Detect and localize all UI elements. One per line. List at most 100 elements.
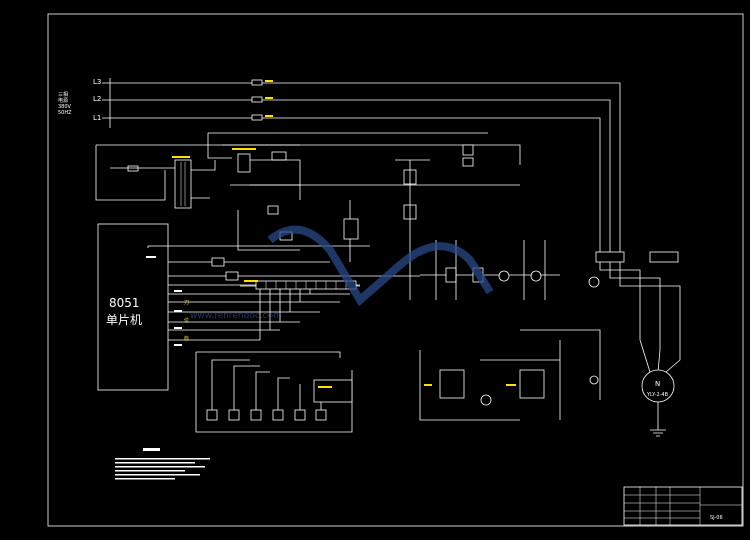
motor-wire-b — [609, 250, 661, 350]
chip-u2 — [519, 369, 545, 399]
transistor-q1 — [445, 267, 457, 283]
transistor-q5 — [588, 276, 600, 288]
mcu-port-mark-1 — [146, 256, 156, 258]
tool-position-block — [195, 351, 353, 433]
contactor-km1 — [595, 251, 625, 263]
notes-line-5 — [115, 474, 200, 476]
relay-input-1 — [211, 257, 225, 267]
fuse-fu1 — [251, 79, 263, 86]
transistor-q3 — [498, 270, 510, 282]
fuse-fu3-mark — [265, 115, 273, 117]
mcu-port-mark-2 — [174, 290, 182, 292]
drawing-frame — [47, 13, 744, 527]
motor-ground — [650, 402, 666, 437]
phase-label-l3: L3 — [93, 78, 101, 86]
notes-line-6 — [115, 478, 175, 480]
mid-wire-2 — [237, 210, 300, 251]
mcu-port-mark-5 — [174, 344, 182, 346]
tool-block-wire-top — [196, 351, 341, 358]
sensor-4 — [272, 409, 284, 421]
supply-label-line-2: 电源 — [58, 97, 68, 104]
driver-chip — [313, 379, 353, 403]
relay-kr1 — [462, 144, 474, 156]
driver-chip-mark — [318, 386, 332, 388]
notes-line-3 — [115, 466, 205, 468]
mcu-subtitle: 单片机 — [106, 313, 142, 327]
phase-lines: L3 L2 L1 — [93, 78, 621, 250]
notes-line-2 — [115, 462, 195, 464]
chip-u1 — [439, 369, 465, 399]
mcu-block: 8051 单片机 刀 位 检 — [97, 223, 189, 391]
contactor-km2 — [649, 251, 679, 263]
motor-feeds — [639, 339, 681, 373]
motor-symbol: N — [655, 380, 660, 388]
sensor-2 — [228, 409, 240, 421]
mcu-side-label-3: 检 — [184, 335, 189, 342]
lower-control-wires — [419, 329, 601, 421]
transformer-secondary-wire — [191, 160, 216, 199]
notes-line-4 — [115, 470, 185, 472]
fuse-fu1-mark — [265, 80, 273, 82]
phase-label-l1: L1 — [93, 114, 101, 122]
phase-wire-l2 — [102, 99, 611, 250]
contactor-wire — [250, 159, 301, 186]
relay-ka — [237, 153, 251, 173]
mcu-side-label-1: 刀 — [184, 300, 189, 306]
control-transformer-branch — [95, 132, 521, 209]
transformer-windings — [180, 162, 186, 206]
fuse-fu2 — [251, 96, 263, 103]
sensor-6 — [315, 409, 327, 421]
title-block-grid — [624, 487, 742, 525]
title-block-box — [623, 486, 743, 526]
relay-column-wire — [395, 159, 430, 300]
mcu-side-label-2: 位 — [184, 317, 189, 324]
mcu-port-mark-4 — [174, 327, 182, 329]
diode-array-ticks — [265, 281, 347, 289]
middle-control-section — [230, 159, 601, 421]
supply-label-line-1: 三相 — [58, 91, 68, 98]
motor-section: N YLY-2-4B — [595, 250, 681, 437]
vcc-rails — [435, 240, 546, 300]
fuse-fu2-mark — [265, 97, 273, 99]
sensor-5 — [294, 409, 306, 421]
bus-drop-wires — [259, 289, 311, 340]
control-wire-2 — [222, 144, 521, 165]
mcu-title: 8051 — [109, 296, 140, 310]
bus-wire-1 — [147, 245, 370, 248]
phase-wire-l1 — [102, 117, 601, 250]
transformer-label-mark — [172, 156, 190, 158]
relay-kr2 — [462, 157, 474, 167]
fuse-fu3 — [251, 114, 263, 121]
mcu-signal-bus — [147, 245, 420, 341]
transformer-tc — [174, 159, 192, 209]
fuse-control — [127, 165, 139, 172]
sensor-1 — [206, 409, 218, 421]
mid-wire-1 — [230, 184, 520, 200]
notes-line-1 — [115, 458, 210, 460]
switch-sb1 — [267, 205, 279, 215]
relay-ka-mark — [232, 148, 256, 150]
phase-label-l2: L2 — [93, 95, 101, 103]
sensor-3 — [250, 409, 262, 421]
lower-label-mark-2 — [506, 384, 516, 386]
title-block: SJ-06 — [623, 486, 743, 526]
control-top-wire — [207, 132, 488, 159]
drawing-number: SJ-06 — [710, 515, 723, 521]
supply-label-line-3: 380V — [58, 104, 72, 110]
watermark-logo — [267, 225, 494, 307]
transformer-feed-wire — [95, 144, 300, 201]
watermark: www.renrendoc.com — [190, 225, 494, 321]
notes-block — [115, 448, 210, 480]
mcu-port-mark-3 — [174, 310, 182, 312]
sensor-wires — [211, 359, 322, 410]
transistor-q4 — [530, 270, 542, 282]
transistor-q6 — [480, 394, 492, 406]
input-label-mark — [244, 280, 258, 282]
relay-input-2 — [225, 271, 239, 281]
motor-model: YLY-2-4B — [646, 392, 669, 398]
mcu-box — [97, 223, 169, 391]
phase-wire-l3 — [102, 82, 621, 250]
relay-k1 — [343, 218, 359, 240]
contactor-km-coil — [271, 151, 287, 161]
